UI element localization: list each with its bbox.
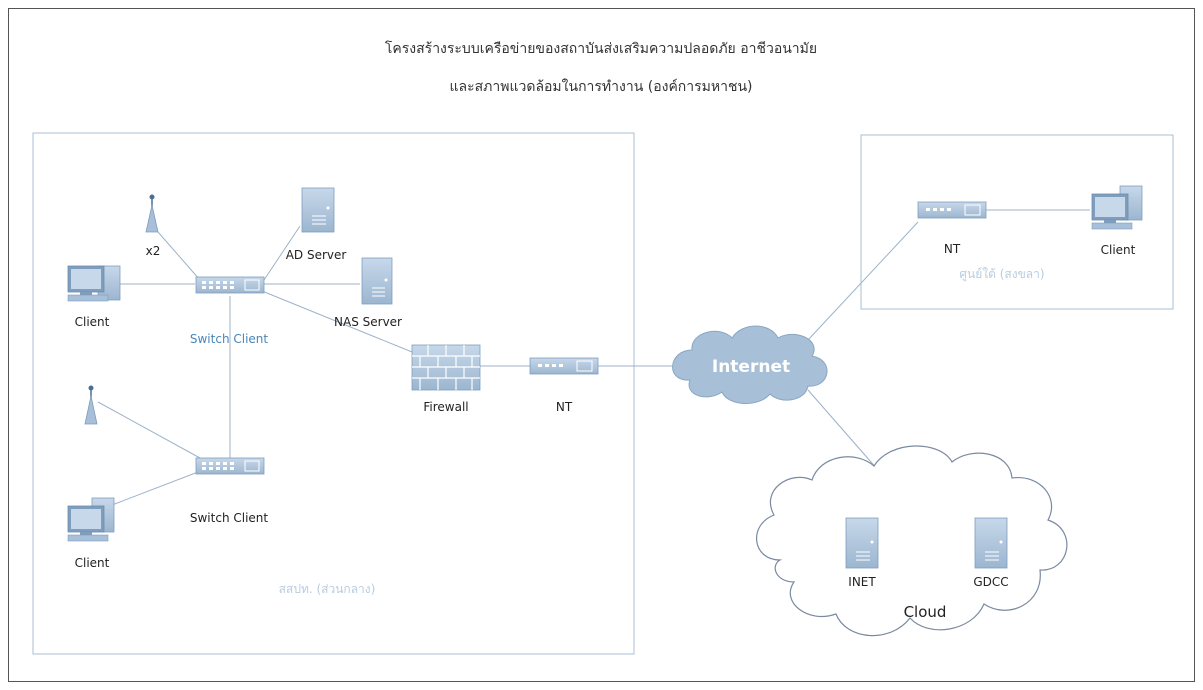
computer-icon [67,497,115,542]
gdcc-server-icon [974,517,1008,569]
nt-branch-label: NT [944,242,961,256]
client-branch-label: Client [1101,243,1136,257]
access-point-icon [84,385,98,425]
inet-label: INET [848,575,876,589]
firewall-icon [411,344,481,391]
cloud-outline [756,445,1068,637]
access-point-icon [145,194,159,233]
router-icon [529,357,599,375]
ad-server-icon [301,187,335,233]
switch-icon [195,457,265,475]
client-top-label: Client [75,315,110,329]
switch-bottom-label: Switch Client [190,511,269,525]
diagram-title-line1: โครงสร้างระบบเครือข่ายของสถาบันส่งเสริมค… [385,40,817,57]
internet-cloud-icon [672,325,828,404]
router-icon [917,201,987,219]
ad-server-label: AD Server [286,248,347,262]
computer-icon [67,265,121,302]
branch-site-box [860,134,1174,310]
link-switch-firewall [261,290,413,353]
link-switch-ad [263,225,301,281]
nt-main-label: NT [556,400,573,414]
link-ap-switch [157,231,201,281]
switch-icon [195,276,265,294]
diagram-title-line2: และสภาพแวดล้อมในการทำงาน (องค์การมหาชน) [449,78,752,95]
main-site-box [32,132,635,655]
cloud-label: Cloud [904,603,947,621]
internet-label: Internet [712,357,790,377]
ap-count-label: x2 [146,244,161,258]
switch-top-label: Switch Client [190,332,269,346]
computer-icon [1091,185,1143,230]
link-internet-cloud [807,389,879,471]
link-internet-branch [807,221,919,341]
branch-site-label: ศูนย์ใต้ (สงขลา) [959,267,1044,282]
firewall-label: Firewall [423,400,468,414]
connection-lines [97,209,1090,506]
nas-server-label: NAS Server [334,315,402,329]
inet-server-icon [845,517,879,569]
gdcc-label: GDCC [973,575,1008,589]
main-site-label: สสปท. (ส่วนกลาง) [279,582,376,596]
link-client2-switch2 [111,471,199,506]
nas-server-icon [361,257,393,305]
client-bottom-label: Client [75,556,110,570]
link-ap2-switch2 [97,401,201,459]
